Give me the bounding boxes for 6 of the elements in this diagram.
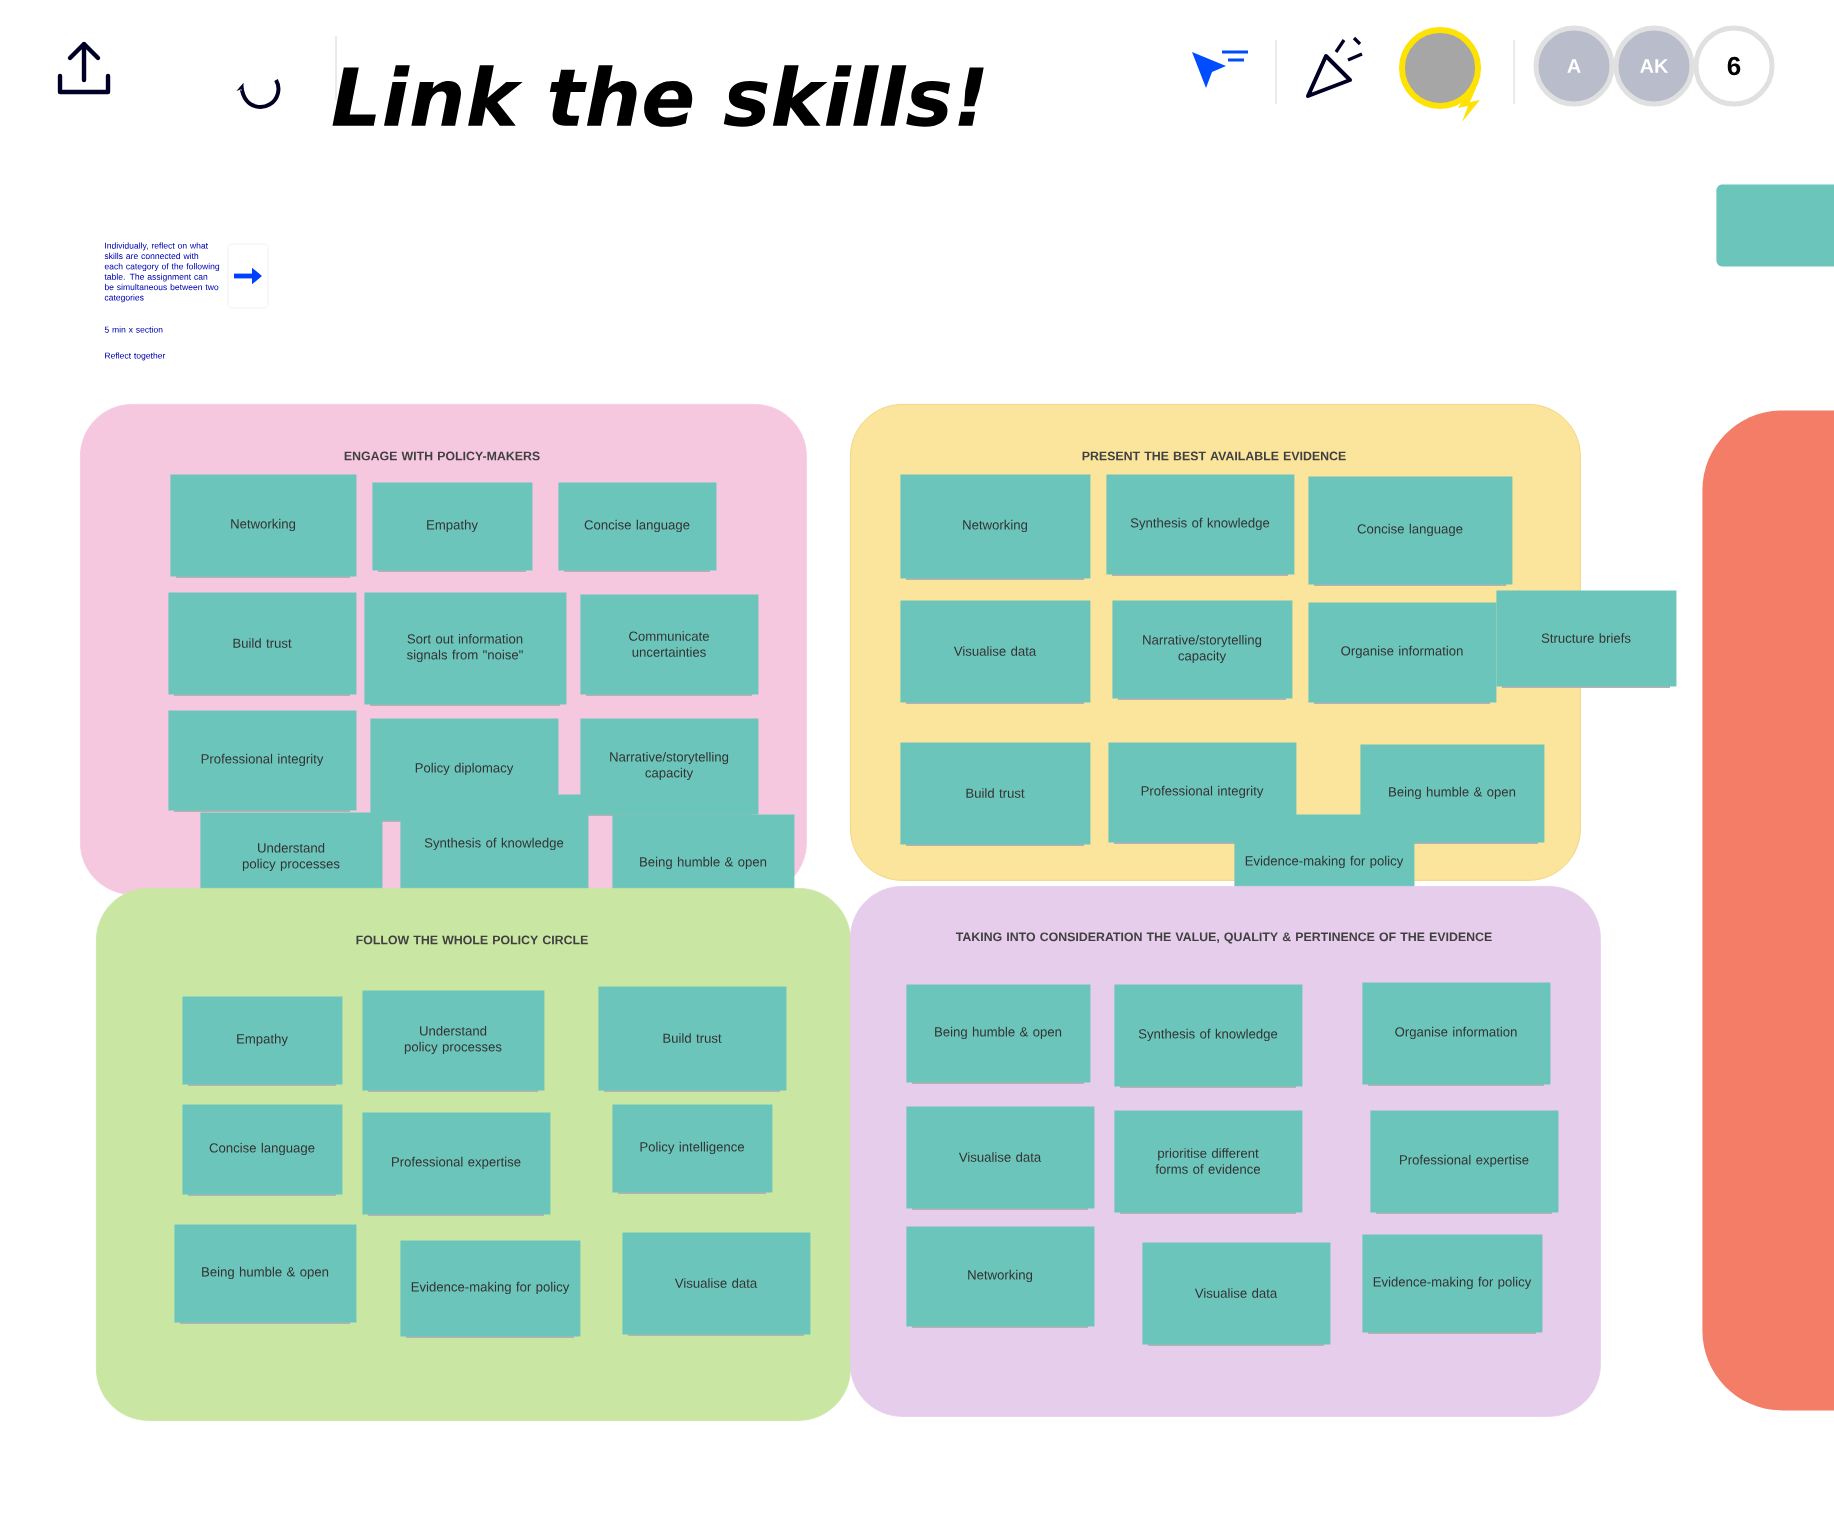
title: Link the skills! <box>332 65 984 127</box>
avatar-badge: A <box>1533 25 1615 107</box>
category-panel <box>1702 410 1834 1411</box>
sticky-note <box>1716 184 1834 267</box>
avatar-badge: 6 <box>1693 25 1775 107</box>
avatar-badge: AK <box>1613 25 1695 107</box>
